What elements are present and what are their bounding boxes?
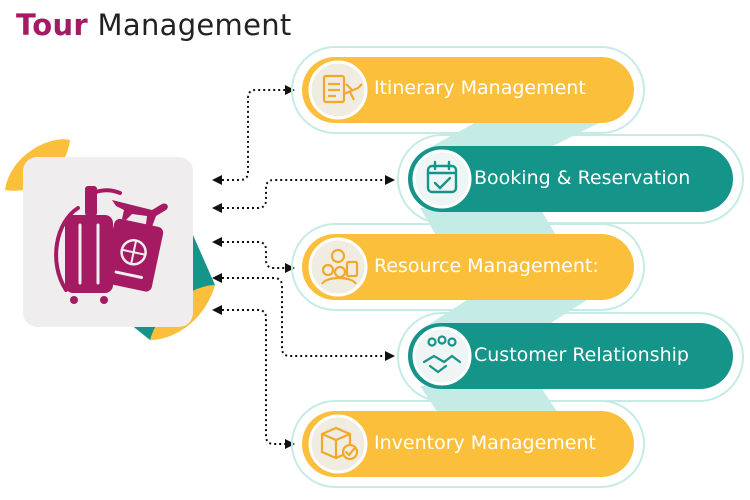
arrowheads: [212, 85, 395, 449]
page-title: Tour Management: [16, 8, 292, 42]
center-block: [5, 139, 215, 340]
item-customer: [397, 312, 744, 402]
item-label-resource: Resource Management:: [374, 255, 599, 277]
item-resource: [291, 223, 645, 311]
item-label-itinerary: Itinerary Management: [374, 77, 586, 99]
item-booking: [397, 134, 744, 224]
item-label-inventory: Inventory Management: [374, 432, 596, 454]
title-rest: Management: [97, 8, 292, 42]
luggage-passport-airplane-icon: [54, 186, 168, 304]
item-inventory: [291, 400, 645, 488]
item-itinerary: [291, 46, 645, 134]
item-label-booking: Booking & Reservation: [474, 167, 691, 189]
handshake-icon: [422, 335, 462, 374]
calendar-check-icon: [426, 160, 458, 194]
itinerary-airplane-icon: [322, 74, 363, 104]
title-accent: Tour: [16, 8, 89, 42]
connectors: [222, 89, 385, 445]
box-check-icon: [320, 426, 359, 461]
resource-people-icon: [321, 248, 359, 285]
item-label-customer: Customer Relationship: [474, 344, 689, 366]
